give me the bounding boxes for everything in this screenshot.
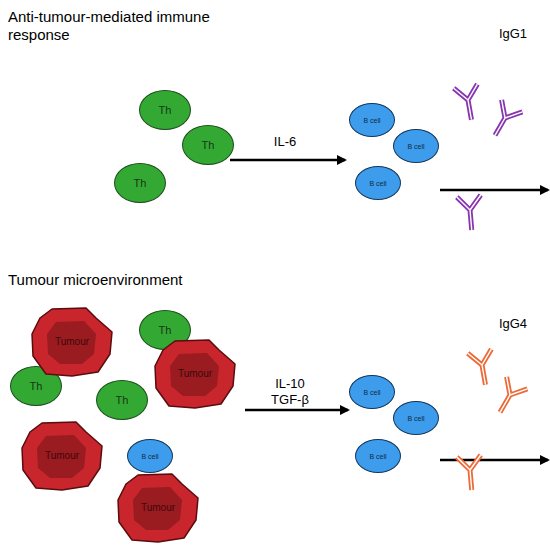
cell-label: B cell bbox=[141, 453, 158, 460]
antibody-label: IgG1 bbox=[488, 26, 538, 42]
b-cell: B cell bbox=[355, 439, 401, 473]
cell-label: Th bbox=[159, 325, 172, 336]
cell-label: Th bbox=[202, 140, 215, 151]
cell-label: B cell bbox=[369, 453, 386, 460]
cell-label: B cell bbox=[407, 415, 424, 422]
tumour-cell: Tumour bbox=[20, 420, 104, 492]
panel-heading: Anti-tumour-mediated immune response bbox=[8, 8, 218, 44]
b-cell: B cell bbox=[393, 401, 439, 435]
cell-label: B cell bbox=[407, 143, 424, 150]
panel-heading: Tumour microenvironment bbox=[8, 271, 288, 289]
cell-label: B cell bbox=[369, 180, 386, 187]
cell-label: Th bbox=[30, 381, 43, 392]
signal-arrow bbox=[245, 409, 348, 412]
output-arrow bbox=[440, 189, 548, 192]
cytokine-label: IL-6 bbox=[265, 134, 305, 150]
cell-label: Tumour bbox=[45, 451, 79, 461]
cell-label: Tumour bbox=[178, 369, 212, 379]
b-cell: B cell bbox=[393, 129, 439, 163]
tumour-cell: Tumour bbox=[30, 306, 114, 378]
tumour-cell: Tumour bbox=[153, 338, 237, 410]
cell-label: Tumour bbox=[55, 337, 89, 347]
b-cell: B cell bbox=[127, 439, 173, 473]
igg1-antibodies bbox=[454, 84, 523, 231]
cytokine-label: IL-10 TGF-β bbox=[265, 376, 315, 407]
b-cell: B cell bbox=[355, 166, 401, 200]
cell-label: B cell bbox=[363, 117, 380, 124]
th-cell: Th bbox=[182, 125, 234, 165]
tumour-cell: Tumour bbox=[116, 472, 200, 544]
signal-arrow bbox=[230, 159, 345, 162]
igg4-antibodies bbox=[457, 349, 528, 491]
th-cell: Th bbox=[96, 380, 148, 420]
cell-label: Tumour bbox=[141, 503, 175, 513]
th-cell: Th bbox=[139, 90, 191, 130]
b-cell: B cell bbox=[349, 103, 395, 137]
antibody-label: IgG4 bbox=[488, 316, 538, 332]
cell-label: Th bbox=[116, 395, 129, 406]
cell-label: Th bbox=[134, 178, 147, 189]
cell-label: B cell bbox=[363, 389, 380, 396]
cell-label: Th bbox=[159, 105, 172, 116]
b-cell: B cell bbox=[349, 375, 395, 409]
th-cell: Th bbox=[114, 163, 166, 203]
